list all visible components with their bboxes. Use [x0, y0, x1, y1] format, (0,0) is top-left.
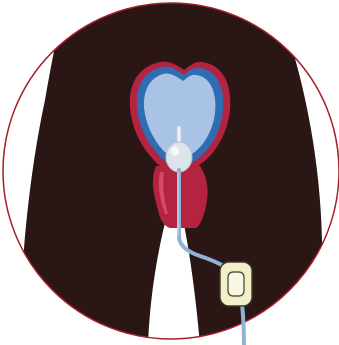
catheter-tip-icon [177, 126, 181, 142]
balloon-highlight [171, 146, 179, 156]
catheter-balloon-icon [166, 142, 192, 172]
securement-device-icon [220, 262, 252, 306]
